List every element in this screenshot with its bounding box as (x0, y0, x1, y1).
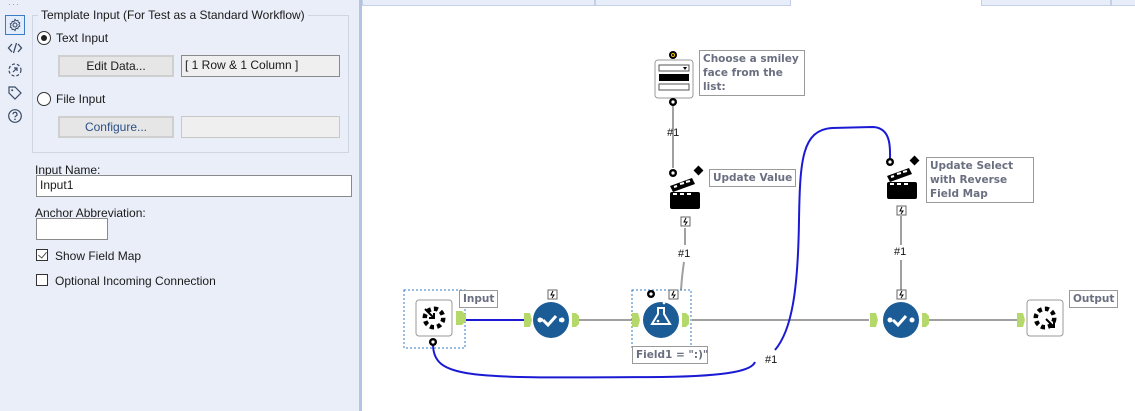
workflow-diagram (403, 51, 1064, 379)
canvas-tab-2[interactable] (595, 0, 791, 6)
annotation-icon[interactable] (5, 60, 25, 80)
config-icon-bar: ··· (0, 0, 30, 411)
formula-tool (643, 302, 679, 338)
anchor-abbreviation-label: Anchor Abbreviation: (35, 206, 146, 220)
show-field-map-label: Show Field Map (55, 249, 142, 263)
connection-label: #1 (667, 127, 680, 139)
input-name-field[interactable]: Input1 (36, 175, 352, 197)
file-input-label: File Input (56, 92, 106, 106)
canvas-tab-4[interactable] (1111, 0, 1135, 6)
group-title: Template Input (For Test as a Standard W… (38, 8, 308, 22)
update-select-annotation: Update Select with Reverse Field Map (926, 157, 1034, 203)
file-input-radio[interactable] (37, 92, 51, 106)
help-icon[interactable] (5, 106, 25, 126)
connection-label: #1 (678, 248, 691, 260)
show-field-map-checkbox[interactable] (36, 249, 48, 261)
edit-data-button[interactable]: Edit Data... (58, 55, 174, 77)
tag-icon[interactable] (5, 83, 25, 103)
formula-annotation: Field1 = ":)" (632, 346, 708, 364)
macro-input-icon (422, 306, 446, 330)
connection-label: #1 (894, 246, 907, 258)
connection-action1-formula (680, 261, 685, 291)
workflow-canvas[interactable]: Input Field1 = ":)" Output Choose a smil… (362, 0, 1135, 411)
configuration-panel: ··· Template Input (For Test as a Standa… (0, 0, 359, 411)
drag-handle-dots[interactable]: ··· (8, 0, 20, 9)
optional-incoming-label: Optional Incoming Connection (55, 274, 216, 288)
update-value-annotation: Update Value (709, 169, 797, 187)
configure-button[interactable]: Configure... (58, 116, 174, 138)
panel-splitter[interactable] (359, 0, 362, 411)
code-icon[interactable] (5, 38, 25, 58)
output-anchor (456, 311, 466, 325)
input-annotation: Input (459, 290, 499, 308)
connection-input-action2 (432, 344, 756, 379)
canvas-tab-3[interactable] (981, 0, 1111, 6)
connection-label: #1 (765, 354, 778, 366)
text-input-radio[interactable] (37, 31, 51, 45)
macro-output-icon (1033, 306, 1057, 330)
action-tool-2 (887, 168, 917, 199)
action-tool-1 (670, 178, 700, 209)
input-name-label: Input Name: (35, 163, 101, 177)
dropdown-annotation: Choose a smiley face from the list: (699, 50, 805, 96)
gear-icon[interactable] (5, 15, 25, 35)
file-path-field (181, 116, 340, 138)
output-annotation: Output (1069, 290, 1119, 308)
optional-incoming-checkbox[interactable] (36, 274, 48, 286)
text-input-label: Text Input (56, 31, 109, 45)
anchor-abbreviation-field[interactable] (36, 218, 108, 240)
data-summary-field: [ 1 Row & 1 Column ] (181, 55, 340, 77)
canvas-tab-1[interactable] (362, 0, 595, 6)
